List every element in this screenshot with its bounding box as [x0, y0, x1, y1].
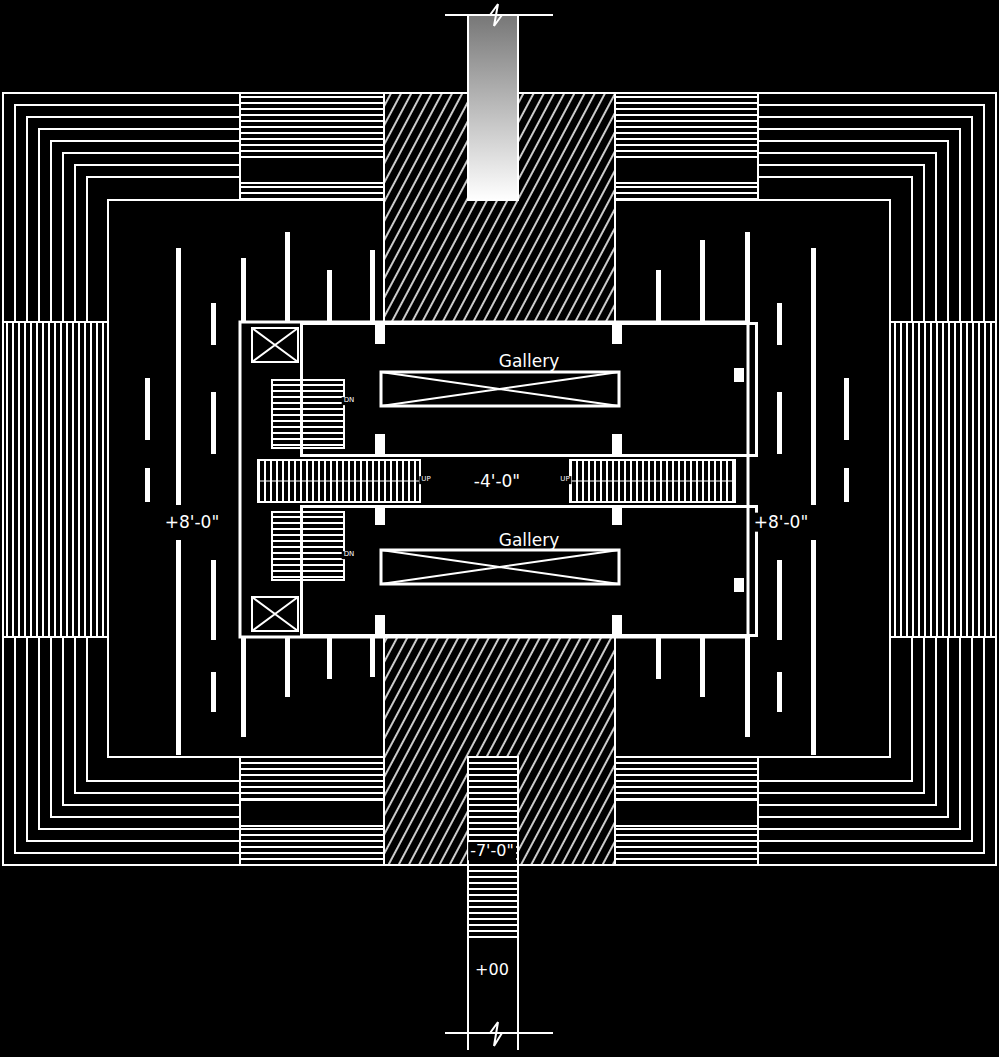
fins — [145, 232, 849, 755]
building — [240, 322, 748, 637]
gallery-room: Gallery — [300, 505, 758, 637]
column — [445, 4, 553, 200]
entry-stair — [445, 757, 553, 1050]
level-mark: -4'-0" — [472, 472, 522, 491]
terrace-steps — [3, 93, 996, 865]
room-label: Gallery — [303, 352, 755, 370]
level-mark: +00 — [473, 961, 511, 979]
stair-bands — [3, 93, 996, 865]
gallery-room: Gallery — [300, 322, 758, 457]
stair-direction: UP — [419, 476, 432, 484]
room-label: Gallery — [303, 531, 755, 549]
stair-direction: DN — [342, 551, 357, 559]
level-mark: -7'-0" — [468, 842, 516, 860]
stair-direction: DN — [342, 397, 357, 405]
level-mark: +8'-0" — [163, 513, 222, 532]
stair-direction: UP — [558, 476, 571, 484]
level-mark: +8'-0" — [752, 513, 811, 532]
